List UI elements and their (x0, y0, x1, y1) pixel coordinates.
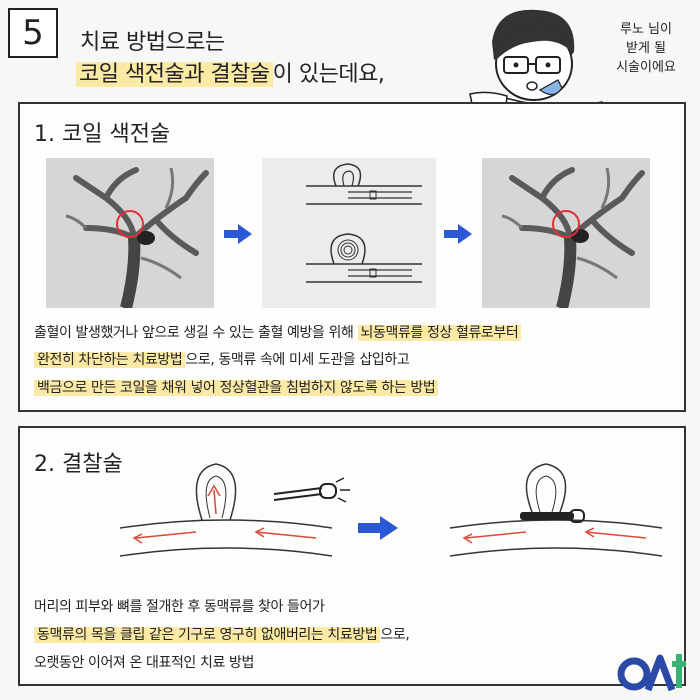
speech-bubble: 루노 님이 받게 될 시술이에요 (606, 20, 686, 77)
text-highlight: 백금으로 만든 코일을 채워 넣어 정상혈관을 침범하지 않도록 하는 방법 (34, 380, 439, 396)
aneurysm-after-diagram (449, 463, 663, 557)
speech-line: 루노 님이 (620, 22, 672, 37)
text-highlight: 뇌동맥류를 정상 혈류로부터 (357, 325, 522, 341)
blue-arrow-icon (224, 224, 252, 244)
text-highlight: 동맥류의 목을 클립 같은 기구로 영구히 없애버리는 치료방법 (34, 627, 381, 643)
blue-arrow-icon (358, 516, 398, 540)
angiogram-after-image (482, 158, 650, 308)
speech-line: 받게 될 (625, 41, 666, 56)
blue-arrow-icon (444, 224, 472, 244)
doctor-character-illustration (469, 9, 612, 111)
brand-logo (617, 654, 686, 692)
step-number-box: 5 (8, 8, 58, 58)
intro-suffix: 이 있는데요, (272, 62, 385, 87)
angiogram-before-image (46, 158, 214, 308)
section1-line-1: 출혈이 발생했거나 앞으로 생길 수 있는 출혈 예방을 위해 뇌동맥류를 정상… (34, 322, 522, 342)
text-plain: 으로, (380, 627, 410, 643)
section2-title: 2. 결찰술 (34, 452, 123, 477)
intro-line-1: 치료 방법으로는 (80, 30, 225, 55)
aneurysm-before-diagram (119, 463, 333, 557)
section2-line-1: 머리의 피부와 뼈를 절개한 후 동맥류를 찾아 들어가 (34, 599, 325, 615)
intro-highlight: 코일 색전술과 결찰술 (76, 62, 273, 87)
text-plain: 출혈이 발생했거나 앞으로 생길 수 있는 출혈 예방을 위해 (34, 325, 358, 341)
section1-title: 1. 코일 색전술 (34, 122, 171, 147)
text-plain: 으로, 동맥류 속에 미세 도관을 삽입하고 (185, 352, 410, 368)
section2-line-3: 오랫동안 이어져 온 대표적인 치료 방법 (34, 655, 254, 671)
coil-diagram (262, 158, 436, 308)
aneurysm-clip-icon (273, 477, 350, 503)
step-number: 5 (22, 13, 44, 53)
section1-line-3: 백금으로 만든 코일을 채워 넣어 정상혈관을 침범하지 않도록 하는 방법 (34, 377, 439, 397)
speech-line: 시술이에요 (616, 60, 676, 75)
text-highlight: 완전히 차단하는 치료방법 (34, 352, 186, 368)
